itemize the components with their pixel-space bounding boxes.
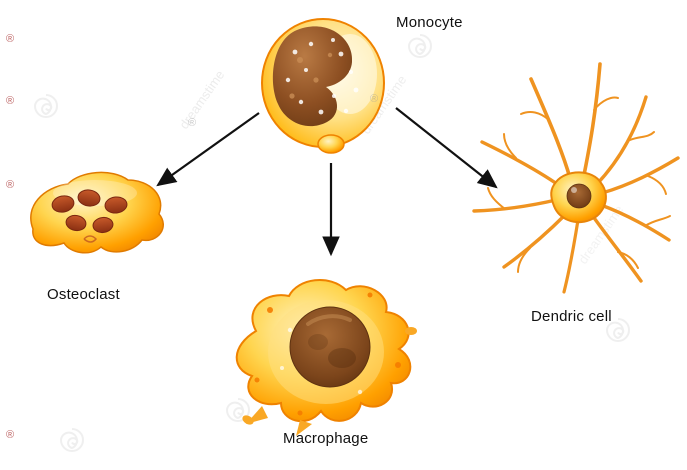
watermark-registered-icon: ® bbox=[188, 117, 197, 129]
dendritic-cell-label: Dendric cell bbox=[531, 308, 612, 325]
macrophage-label: Macrophage bbox=[283, 430, 369, 447]
watermark-registered-icon: ® bbox=[6, 95, 15, 107]
monocyte-cell-illustration bbox=[261, 18, 385, 154]
watermark-registered-icon: ® bbox=[6, 33, 15, 45]
dendritic-cell-nucleus bbox=[566, 183, 592, 209]
osteoclast-label: Osteoclast bbox=[47, 286, 120, 303]
macrophage-nucleus bbox=[289, 306, 371, 388]
monocyte-granules bbox=[285, 38, 359, 115]
watermark-registered-icon: ® bbox=[6, 429, 15, 441]
osteoclast-nuclei bbox=[51, 189, 128, 234]
arrow-monocyte-to-osteoclast bbox=[156, 112, 260, 187]
monocyte-label: Monocyte bbox=[396, 14, 463, 31]
watermark-registered-icon: ® bbox=[6, 179, 15, 191]
osteoclast-cell-illustration bbox=[30, 171, 164, 254]
arrow-monocyte-to-dendritic-cell bbox=[395, 107, 498, 189]
dendritic-cell-illustration bbox=[472, 62, 680, 294]
watermark-text: dreamstime dreamstime dreamstime bbox=[176, 67, 626, 266]
arrows bbox=[156, 107, 498, 257]
svg-text:dreamstime: dreamstime bbox=[176, 67, 227, 131]
macrophage-cell-illustration bbox=[235, 278, 417, 436]
watermark-registered-icon: ® bbox=[370, 93, 379, 105]
